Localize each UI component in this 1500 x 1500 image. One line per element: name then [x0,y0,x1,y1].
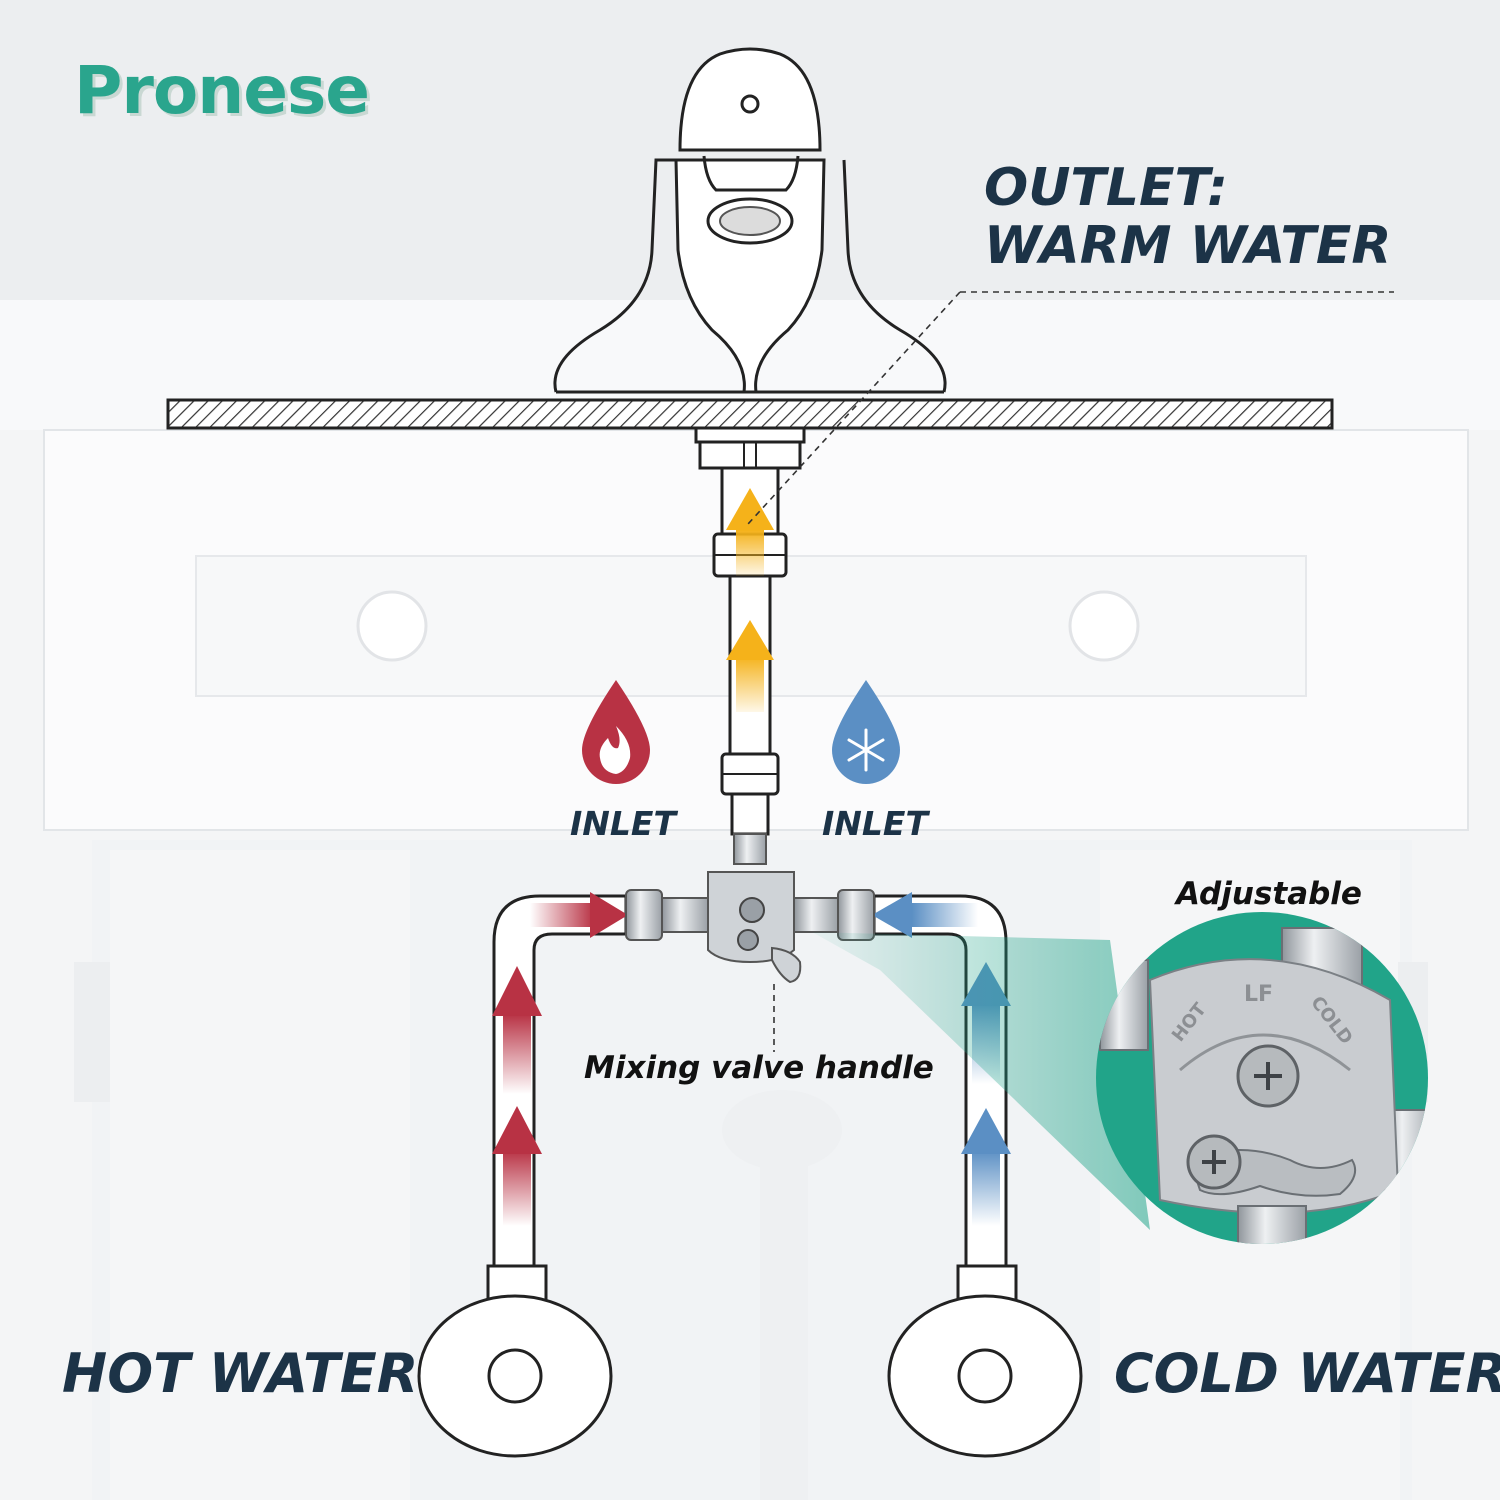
hot-flow-arrows [492,892,628,1226]
zoom-beam [812,932,1150,1230]
valve-zoom-circle [1096,912,1428,1244]
mixing-valve [625,833,875,984]
outlet-label-line2: WARM WATER [984,216,1392,276]
cold-inlet-label: INLET [822,804,928,843]
hot-water-label: HOT WATER [62,1342,419,1405]
cold-water-label: COLD WATER [1114,1342,1500,1405]
brand-logo: Pronese [74,52,370,129]
adjustable-label: Adjustable [1176,876,1362,912]
countertop [166,398,1334,430]
valve-marking-lf: LF [1244,982,1274,1007]
mixing-valve-handle-label: Mixing valve handle [584,1050,934,1086]
outlet-label-line1: OUTLET: [984,158,1228,218]
leader-lines [747,291,1394,1052]
snowflake-drop-icon [832,680,900,784]
warm-flow-arrows [726,488,774,712]
faucet [553,47,947,394]
hot-inlet-label: INLET [570,804,676,843]
flame-drop-icon [582,680,650,784]
mounting-nut [694,426,806,470]
